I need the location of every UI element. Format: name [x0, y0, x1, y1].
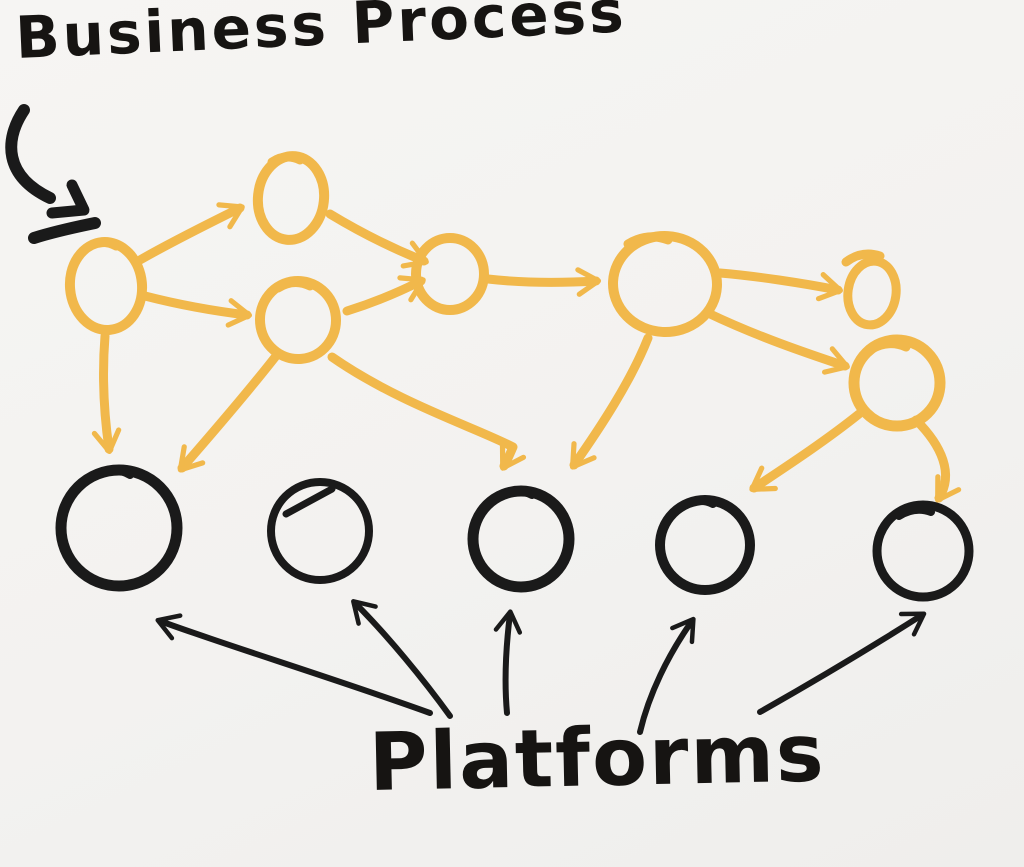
platform-node-pl4 [655, 495, 755, 595]
process-node-p2-hook [267, 152, 305, 167]
arrow-platforms-to-pl5 [757, 611, 927, 715]
arrow-platforms-to-pl4 [637, 616, 696, 735]
pointer-arrow-head [46, 179, 90, 219]
process-node-p6-hook [841, 249, 885, 267]
edge-p7-pl4 [749, 409, 864, 493]
process-node-p5 [608, 230, 722, 338]
edge-p7-pl5 [911, 415, 962, 503]
platform-node-pl3 [467, 485, 575, 593]
edge-p3-pl1 [177, 351, 281, 473]
platform-node-pl5 [872, 500, 974, 602]
edge-p5-p6 [715, 268, 844, 302]
edge-p3-p4 [342, 275, 426, 316]
business-process-network [64, 151, 962, 503]
edge-p2-p4 [325, 209, 429, 269]
edge-p1-p2 [135, 202, 245, 265]
process-node-p3-hook [273, 278, 315, 293]
platforms-label-arrows [155, 599, 927, 735]
process-node-p4 [411, 233, 489, 315]
business-process-pointer-arrow [5, 104, 101, 244]
arrow-platforms-to-pl2 [351, 599, 453, 719]
platform-node-pl2-hook [282, 485, 336, 518]
edge-p4-p5 [483, 267, 602, 297]
process-node-p1 [64, 237, 148, 335]
process-node-p5-hook [623, 232, 673, 249]
process-node-p2 [252, 151, 330, 245]
platform-node-pl5-hook [895, 505, 935, 520]
edge-p1-pl1 [91, 331, 122, 455]
platform-node-pl3-hook [494, 487, 536, 502]
pointer-arrow-shaft [5, 104, 56, 204]
process-node-p1-hook [79, 237, 121, 255]
process-node-p6 [843, 256, 901, 330]
edge-p3-pl3 [327, 352, 527, 471]
edge-p5-pl3 [569, 333, 653, 470]
platform-node-pl4-hook [677, 496, 717, 512]
edge-p5-p7 [703, 308, 850, 375]
platform-node-pl2 [267, 478, 373, 584]
edge-p1-p3 [140, 291, 253, 328]
arrow-platforms-to-pl1 [155, 613, 433, 716]
arrow-platforms-to-pl3 [493, 609, 523, 716]
platform-node-pl1-hook [88, 466, 134, 482]
process-node-p7-hook [865, 339, 911, 355]
pointer-arrow-flick [28, 217, 101, 244]
platform-node-pl1 [55, 464, 183, 592]
platform-circles [55, 464, 974, 602]
process-node-p3 [254, 276, 342, 364]
